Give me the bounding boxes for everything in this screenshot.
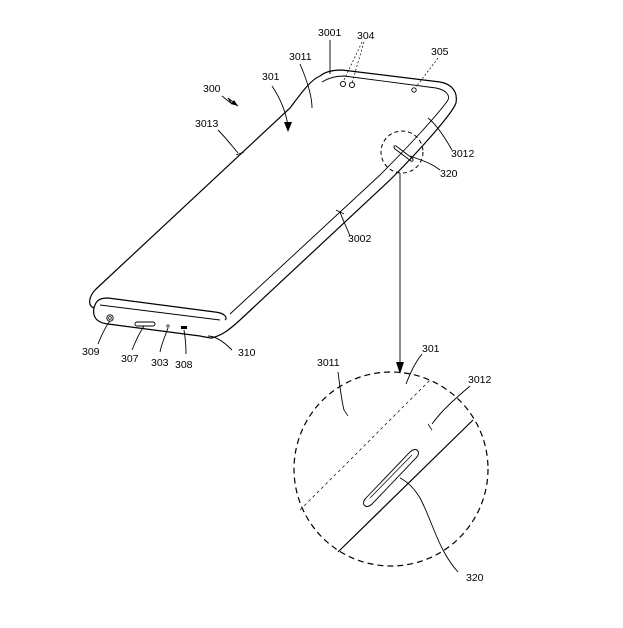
speaker-hole (134, 321, 156, 327)
detail-label-3012: 3012 (468, 374, 492, 386)
device-top-right-corner (439, 81, 457, 104)
device-left-tick (235, 151, 245, 156)
label-305: 305 (431, 46, 449, 58)
connector-hole-inner (108, 316, 112, 320)
leader-detail-3012 (431, 385, 471, 425)
reference-labels: 300 301 3011 3001 304 305 3013 3012 320 … (82, 27, 492, 584)
label-309: 309 (82, 346, 100, 358)
device-top-left-edge (94, 75, 321, 291)
detail-device-edge (337, 419, 474, 553)
leader-303 (159, 327, 169, 353)
label-320: 320 (440, 168, 458, 180)
detail-label-3011: 3011 (317, 357, 340, 369)
device-right-inner-edge (229, 99, 449, 315)
leader-detail-301 (405, 353, 423, 385)
leader-detail-3011 (337, 371, 345, 411)
label-3012: 3012 (451, 148, 475, 160)
leader-308 (183, 329, 187, 355)
side-key-outline (393, 145, 414, 162)
detail-tick-3011 (343, 409, 349, 417)
leader-301 (271, 85, 289, 127)
leader-detail-320 (399, 477, 459, 573)
label-3013: 3013 (195, 118, 219, 130)
leader-3011 (299, 63, 313, 109)
detail-label-320: 320 (466, 572, 484, 584)
label-308: 308 (175, 359, 193, 371)
device-bottom-features (106, 314, 187, 329)
detail-callout-circle-large (293, 371, 489, 567)
detail-view (293, 371, 489, 567)
label-303: 303 (151, 357, 169, 369)
device-right-edge (211, 102, 457, 339)
sensor-hole (411, 87, 417, 93)
device-bottom-face-outline (93, 307, 213, 339)
label-3011: 3011 (289, 51, 312, 63)
label-301: 301 (262, 71, 280, 83)
device-bottom-left-corner (89, 289, 96, 309)
leader-3012 (427, 117, 453, 151)
leader-305 (415, 57, 439, 88)
leader-lines (97, 40, 471, 573)
detail-side-key (363, 449, 419, 507)
label-310: 310 (238, 347, 256, 359)
microphone-hole (166, 324, 170, 328)
detail-label-301: 301 (422, 343, 440, 355)
device-body (89, 69, 457, 339)
label-304: 304 (357, 30, 375, 42)
connector-hole (106, 314, 114, 322)
device-top-features (339, 80, 417, 93)
side-key-small (393, 145, 414, 162)
device-top-inner-edge (321, 75, 449, 101)
label-300: 300 (203, 83, 221, 95)
device-bottom-inner-line (99, 304, 221, 321)
detail-tick-3012 (427, 423, 433, 431)
camera-hole-2 (348, 81, 356, 89)
label-3002: 3002 (348, 233, 372, 245)
port-hole (181, 326, 187, 329)
leader-320-small (409, 155, 441, 171)
detail-arrow (396, 173, 404, 374)
leader-309 (97, 320, 111, 345)
camera-hole-1 (339, 80, 347, 88)
leader-310 (207, 335, 233, 351)
leader-3002 (339, 211, 351, 237)
detail-side-key-inner (369, 454, 413, 499)
detail-screen-boundary (299, 379, 431, 511)
device-bottom-face-top (93, 297, 227, 321)
label-3001: 3001 (318, 27, 342, 39)
leader-304-a (342, 41, 363, 83)
detail-callout-circle-small (380, 130, 424, 174)
device-top-corner (319, 69, 441, 83)
leader-3013 (217, 129, 239, 154)
leader-304-b (351, 41, 365, 84)
leader-307 (131, 325, 145, 351)
label-307: 307 (121, 353, 139, 365)
